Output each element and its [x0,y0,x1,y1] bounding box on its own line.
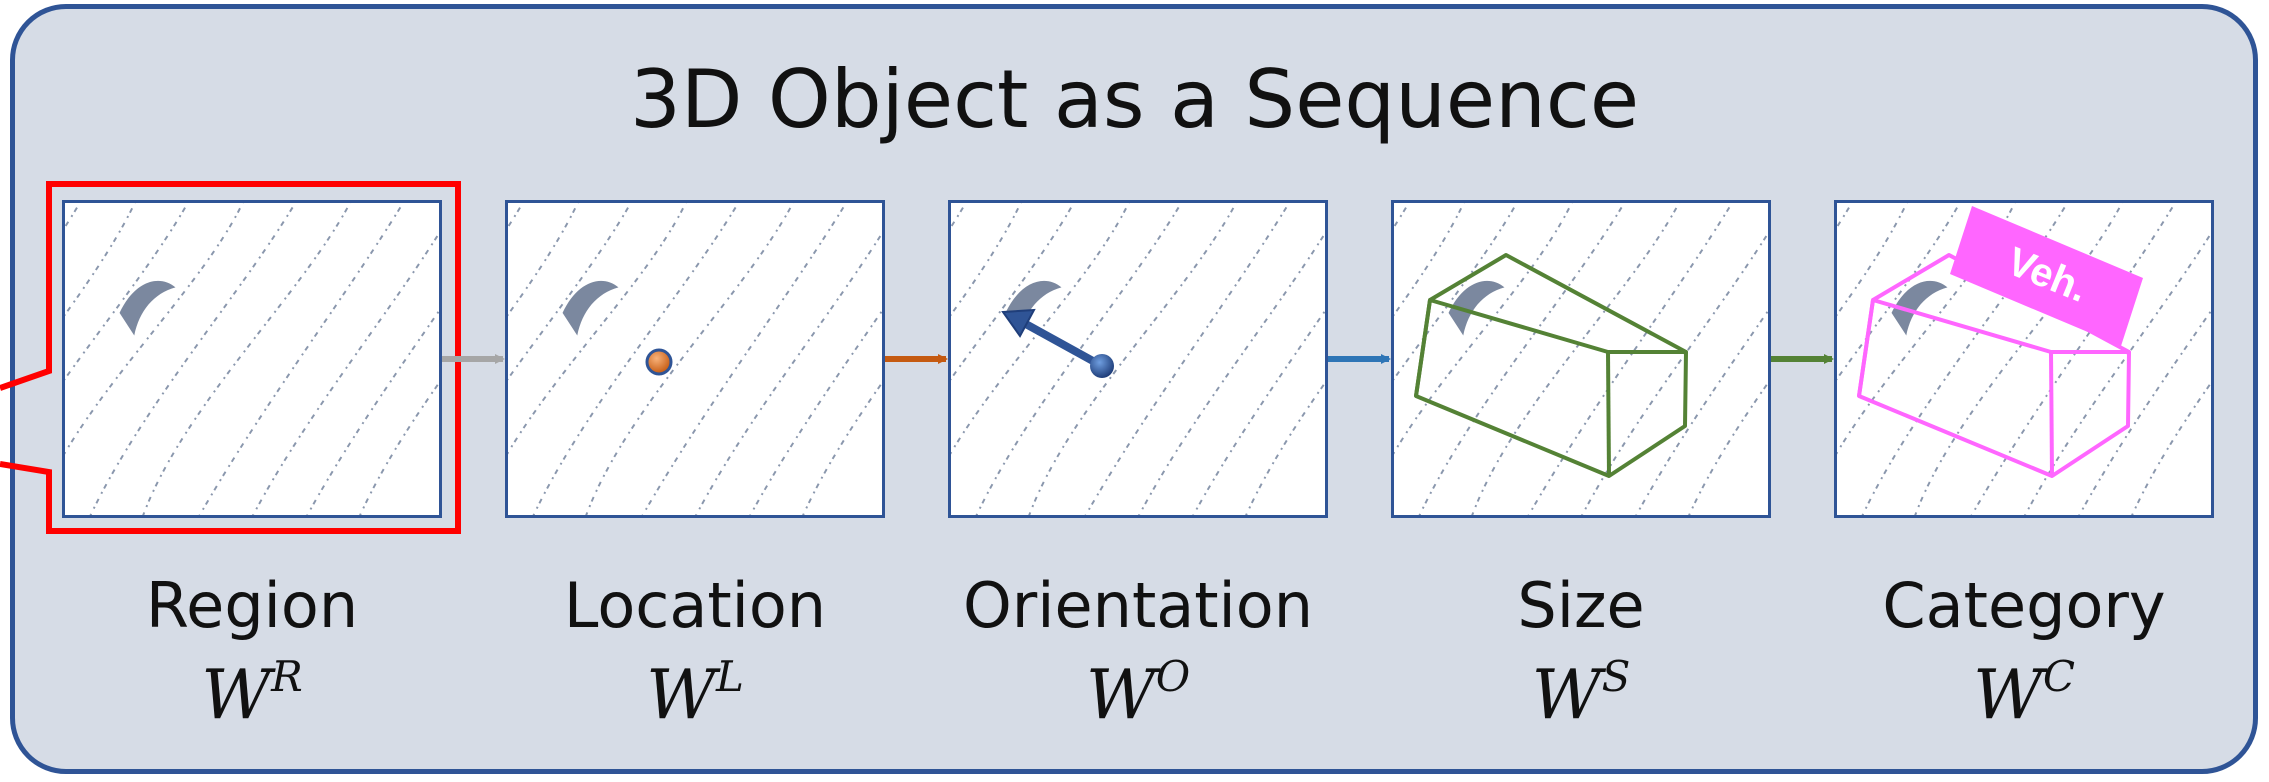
scan-object-blob [1448,280,1505,336]
region-label: Region [145,569,359,642]
category-label: Category [1882,569,2166,642]
size-3d-box [1414,253,1688,478]
lidar-scan-image [65,203,439,515]
category-symbol: WC [1972,652,2076,736]
orientation-arrowhead [1001,308,1036,338]
size-symbol: WS [1531,652,1631,736]
lidar-scan-image [1837,203,2211,515]
location-symbol: WL [646,652,744,736]
orientation-origin-point [1090,354,1114,378]
scan-object-blob [562,280,619,336]
category-tag [1950,206,2143,346]
diagram-title: 3D Object as a Sequence [629,53,1640,146]
orientation-arrow [1022,319,1104,370]
orientation-symbol: WO [1085,652,1191,736]
scan-object-blob [1891,280,1948,336]
scan-texture [1837,203,2211,515]
scan-texture [1394,203,1768,515]
size-label: Size [1517,569,1645,642]
scan-object-blob [119,280,176,336]
scan-texture [508,203,882,515]
region-highlight-bracket [0,181,461,534]
orientation-label: Orientation [962,569,1314,642]
location-point [645,348,673,376]
location-label: Location [563,569,827,642]
region-symbol: WR [201,652,303,736]
region-frame [62,200,442,518]
lidar-scan-image [508,203,882,515]
location-frame [505,200,885,518]
lidar-scan-image [1394,203,1768,515]
orientation-frame [948,200,1328,518]
scan-texture [65,203,439,515]
